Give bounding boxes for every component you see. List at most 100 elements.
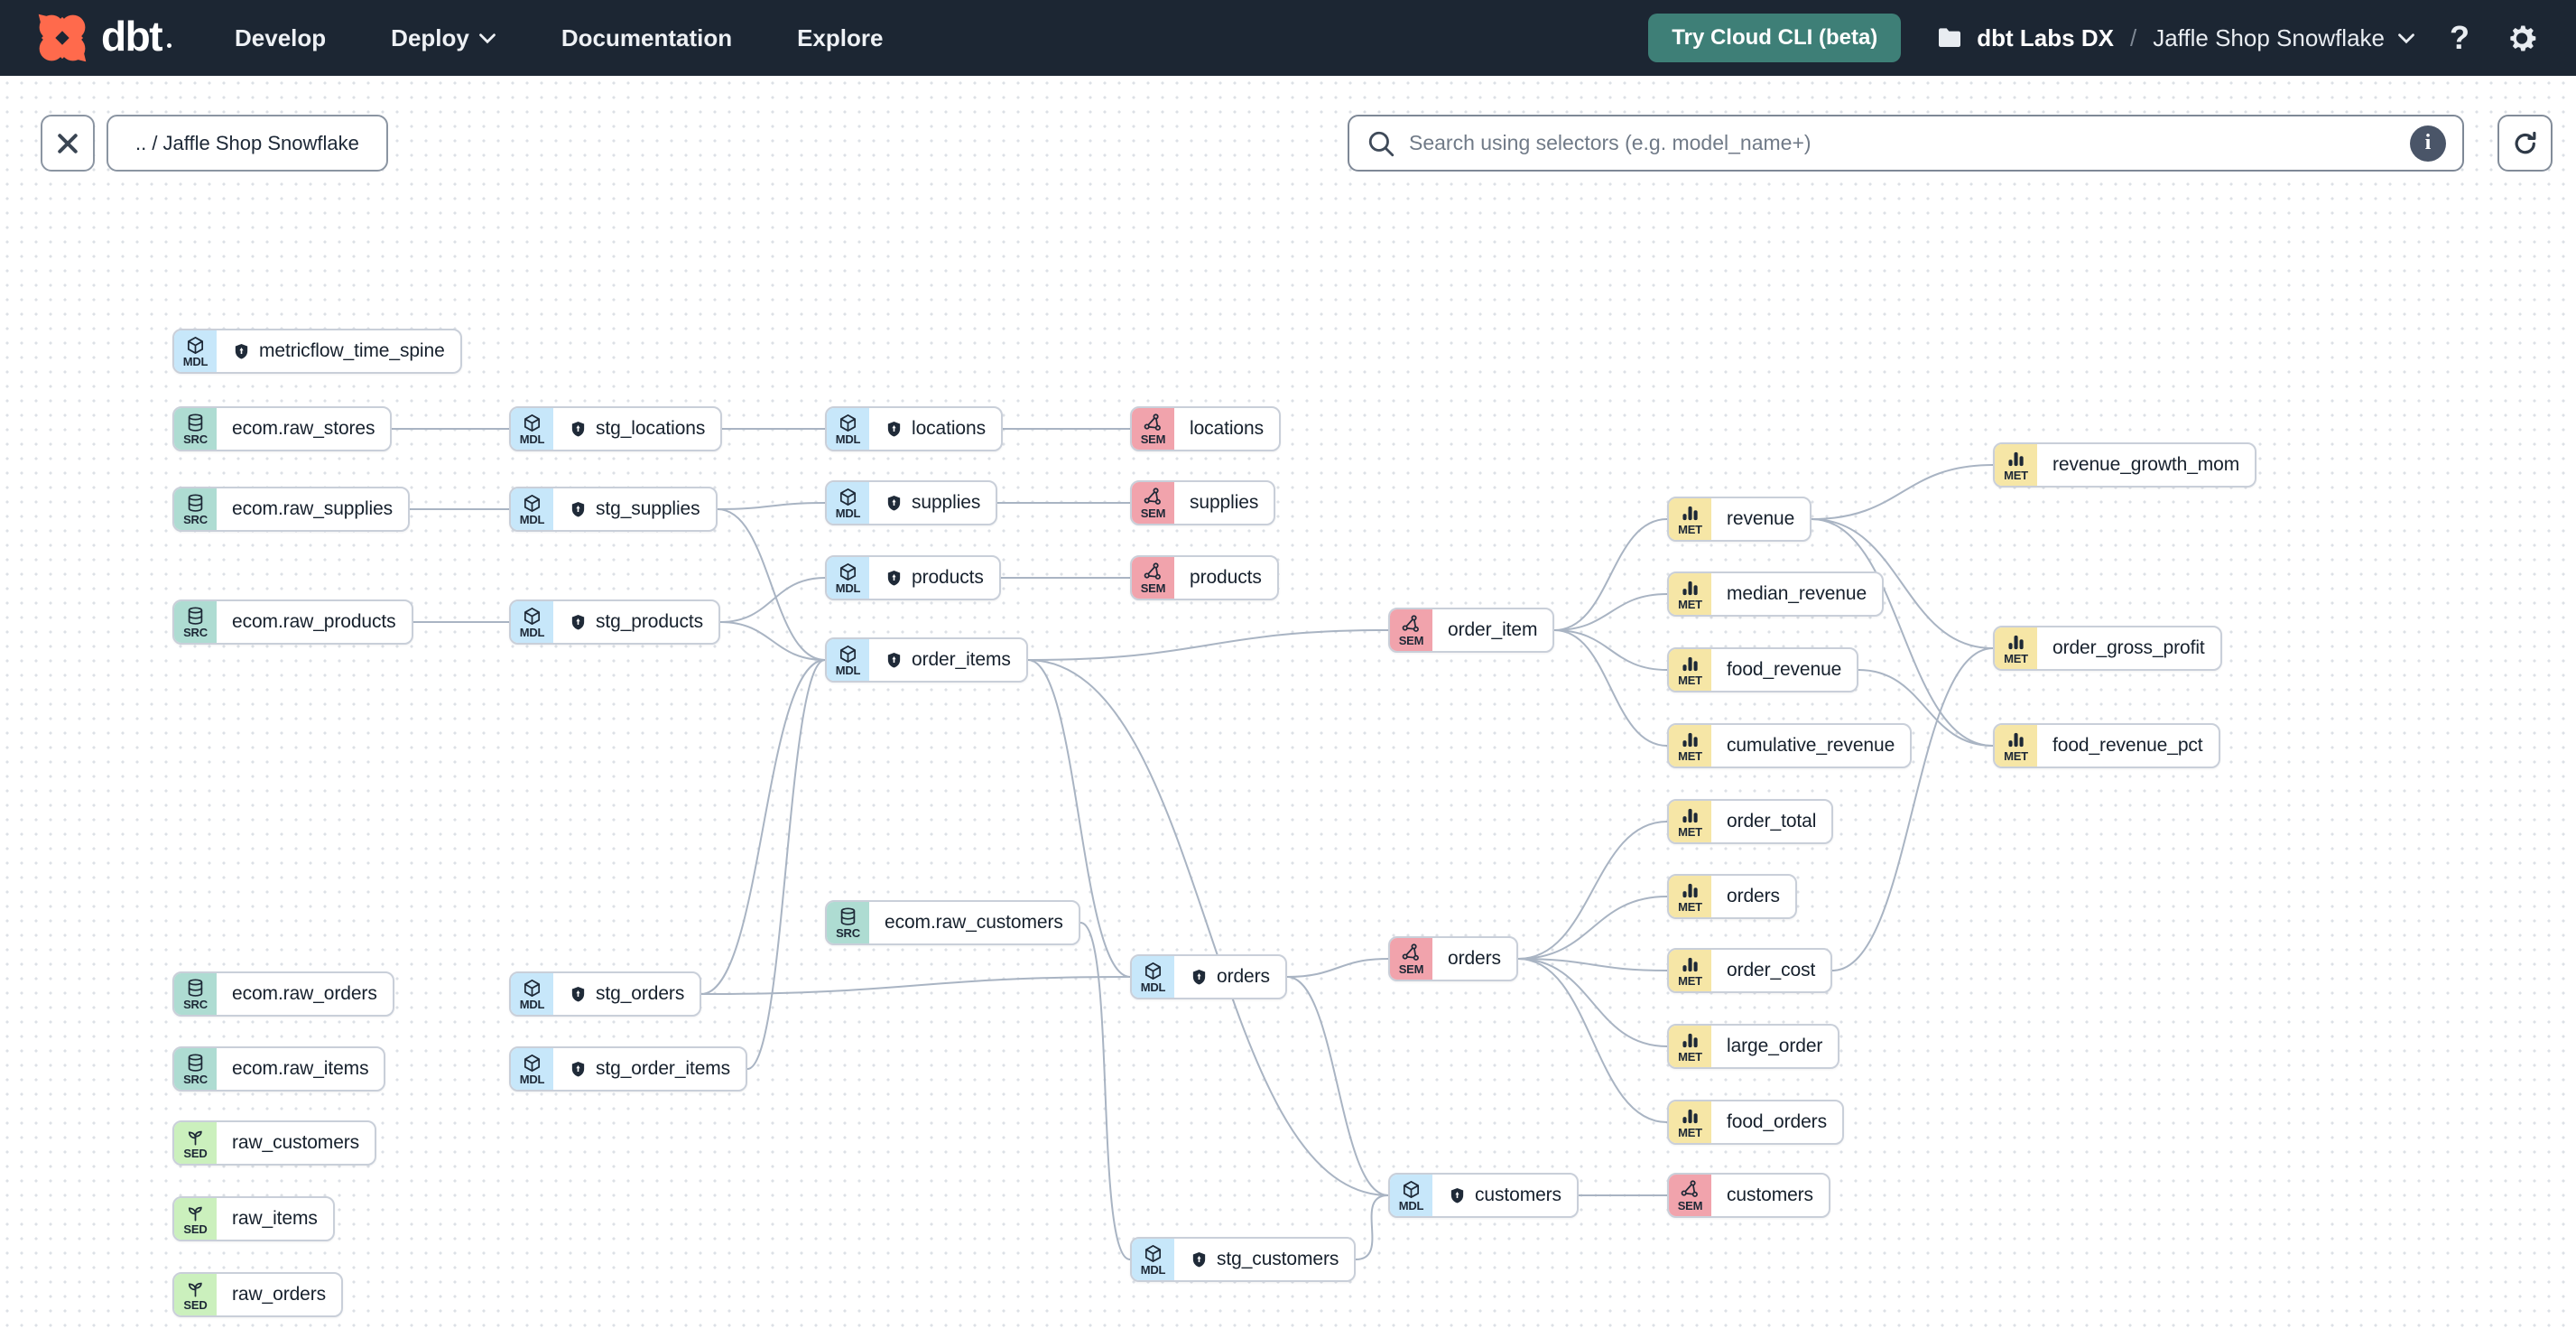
account-project-breadcrumb[interactable]: dbt Labs DX / Jaffle Shop Snowflake (1935, 23, 2415, 52)
graph-node-stg_order_items[interactable]: MDL stg_order_items (509, 1046, 748, 1092)
node-type-tag: SRC (183, 997, 208, 1011)
node-label: stg_order_items (596, 1058, 731, 1079)
graph-node-src_raw_customers[interactable]: SRC ecom.raw_customers (825, 900, 1080, 945)
graph-node-met_food_orders[interactable]: MET food_orders (1667, 1100, 1844, 1145)
node-type-badge: MDL (511, 973, 553, 1015)
node-type-badge: SRC (827, 902, 869, 943)
model-cube-icon (524, 607, 541, 625)
node-body: ecom.raw_items (217, 1048, 384, 1090)
node-type-badge: MET (1669, 950, 1711, 991)
model-cube-icon (839, 413, 857, 432)
node-body: stg_products (553, 601, 718, 643)
node-type-tag: MDL (519, 1072, 545, 1086)
nav-develop[interactable]: Develop (235, 23, 327, 51)
node-type-badge: MET (1669, 801, 1711, 842)
node-type-tag: SRC (183, 625, 208, 639)
lineage-breadcrumb-chip[interactable]: .. / Jaffle Shop Snowflake (107, 115, 388, 172)
node-label: orders (1217, 966, 1270, 987)
model-cube-icon (1403, 1180, 1420, 1198)
graph-node-supplies_mdl[interactable]: MDL supplies (825, 480, 998, 525)
node-body: cumulative_revenue (1711, 725, 1910, 767)
gear-icon[interactable] (2504, 20, 2540, 56)
metric-bars-icon (1682, 1033, 1698, 1047)
node-type-tag: MDL (835, 506, 861, 520)
model-cube-icon (524, 1054, 541, 1072)
shield-icon (571, 1061, 585, 1076)
database-icon (188, 493, 203, 512)
search-input[interactable] (1409, 131, 2397, 155)
node-type-badge: MDL (827, 482, 869, 524)
node-body: locations (1174, 408, 1279, 450)
node-body: stg_order_items (553, 1048, 746, 1090)
graph-node-locations_sem[interactable]: SEM locations (1130, 406, 1281, 451)
try-cloud-cli-button[interactable]: Try Cloud CLI (beta) (1648, 14, 1902, 62)
close-lineage-button[interactable] (41, 115, 95, 172)
project-name: Jaffle Shop Snowflake (2153, 23, 2385, 51)
node-body: locations (869, 408, 1001, 450)
dbt-logo[interactable]: dbt (36, 12, 172, 64)
nav-deploy[interactable]: Deploy (391, 24, 496, 52)
node-type-tag: MET (2004, 468, 2028, 482)
node-body: stg_locations (553, 408, 720, 450)
node-type-tag: MET (2004, 748, 2028, 763)
node-label: stg_products (596, 611, 704, 632)
node-label: supplies (912, 492, 981, 513)
nav-explore[interactable]: Explore (797, 23, 884, 51)
node-label: ecom.raw_customers (885, 912, 1063, 933)
info-icon[interactable]: i (2410, 125, 2446, 162)
nav-documentation[interactable]: Documentation (561, 23, 733, 51)
node-type-tag: SED (183, 1297, 208, 1312)
lineage-canvas[interactable]: .. / Jaffle Shop Snowflake i MDLmetricfl… (0, 76, 2576, 1338)
node-label: ecom.raw_items (232, 1058, 369, 1079)
node-body: ecom.raw_supplies (217, 488, 408, 530)
model-cube-icon (524, 413, 541, 432)
model-cube-icon (524, 979, 541, 997)
node-type-tag: MDL (1398, 1198, 1424, 1213)
node-body: products (869, 557, 999, 599)
refresh-button[interactable] (2497, 115, 2553, 172)
metric-bars-icon (1682, 732, 1698, 747)
help-icon[interactable]: ? (2450, 19, 2469, 56)
node-label: food_orders (1727, 1111, 1827, 1132)
node-label: stg_customers (1217, 1249, 1339, 1269)
node-type-tag: SEM (1140, 432, 1166, 446)
node-type-badge: MET (1669, 1101, 1711, 1143)
breadcrumb-separator: / (2129, 23, 2137, 51)
node-type-tag: SEM (1677, 1198, 1703, 1213)
